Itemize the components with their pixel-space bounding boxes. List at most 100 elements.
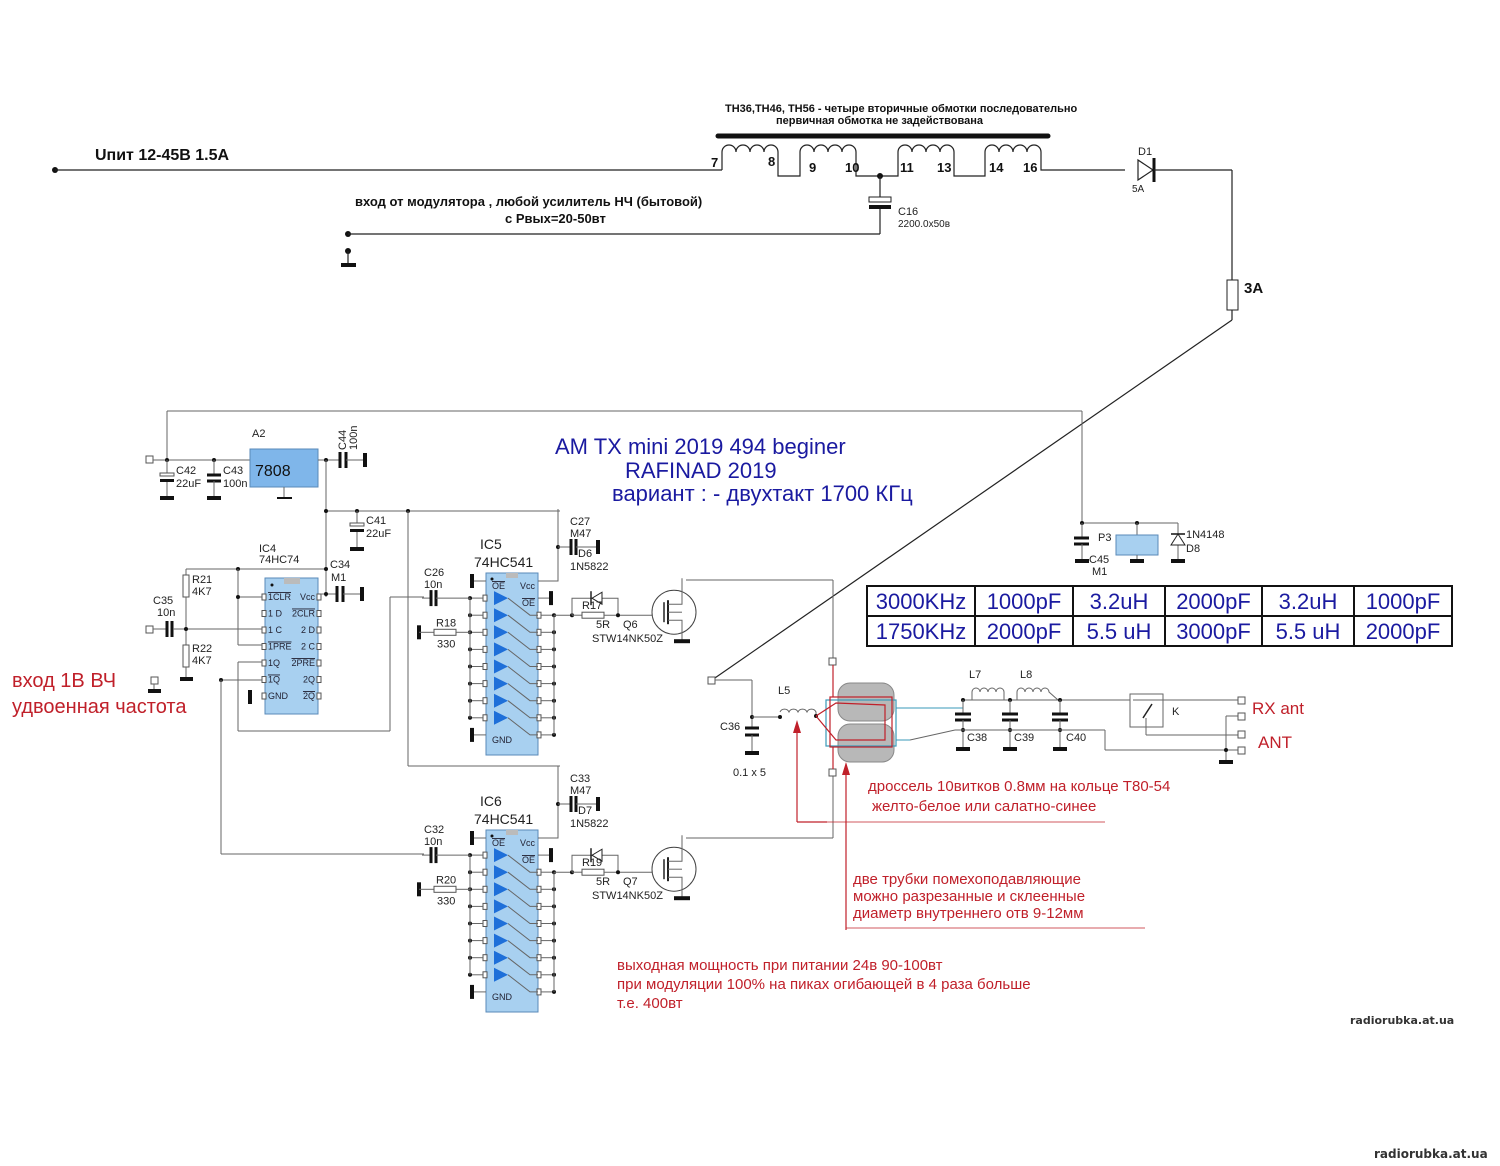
ic6-gate-resistor-name: R19 bbox=[582, 857, 602, 869]
c39-name: C39 bbox=[1014, 732, 1034, 744]
rx-ant-ground-terminal[interactable] bbox=[1237, 712, 1246, 721]
ic5-input-cap-value: 10n bbox=[424, 579, 442, 591]
l5-inductor bbox=[779, 708, 817, 716]
c34-name: C34 bbox=[330, 559, 350, 571]
modulator-note-1: вход от модулятора , любой усилитель НЧ … bbox=[355, 194, 702, 209]
ic4-pin-label-right: 2 D bbox=[301, 625, 316, 635]
ic5-mosfet-value: STW14NK50Z bbox=[592, 633, 663, 645]
ic5-pulldown-resistor bbox=[433, 628, 457, 636]
modulator-input: вход от модулятора , любой усилитель НЧ … bbox=[341, 194, 880, 267]
buffer-icon bbox=[494, 899, 508, 914]
c16-name: C16 bbox=[898, 206, 918, 218]
ic4-pin bbox=[316, 626, 322, 634]
ic6-input-cap-value: 10n bbox=[424, 836, 442, 848]
r22-value: 4K7 bbox=[192, 655, 212, 667]
rx-ant-terminal[interactable] bbox=[1237, 696, 1246, 705]
relay-coil bbox=[1115, 534, 1159, 556]
c44-name: C44 bbox=[337, 430, 349, 450]
regulator-part: 7808 bbox=[255, 463, 291, 480]
relay-driver: C45 M1 P3 1N4148 D8 bbox=[1074, 411, 1225, 578]
c35-name: C35 bbox=[153, 595, 173, 607]
r22-resistor bbox=[182, 644, 190, 668]
c16-capacitor: C16 2200.0x50в bbox=[868, 176, 950, 234]
c42-value: 22uF bbox=[176, 478, 201, 490]
diode-icon bbox=[1170, 533, 1186, 546]
ic4-pin-label-left: 1 C bbox=[268, 625, 283, 635]
ant-terminal[interactable] bbox=[1237, 730, 1246, 739]
buffer-icon bbox=[494, 659, 508, 674]
diode-icon bbox=[591, 591, 603, 606]
ic6-diode-value: 1N5822 bbox=[570, 818, 609, 830]
ic6-oe-label: OE bbox=[492, 838, 505, 848]
title-line-3: вариант : - двухтакт 1700 КГц bbox=[612, 481, 913, 506]
ic4-pin bbox=[316, 610, 322, 617]
c38-name: C38 bbox=[967, 732, 987, 744]
pin-11: 11 bbox=[900, 160, 914, 175]
ferrite-tube-top bbox=[837, 682, 895, 722]
ic4-pin-label-right: 2PRE bbox=[291, 658, 315, 668]
table-cell: 3.2uH bbox=[1279, 589, 1338, 614]
rx-ant-label: RX ant bbox=[1252, 699, 1304, 718]
choke-note-2: желто-белое или салатно-синее bbox=[872, 798, 1096, 815]
ic6-pulldown-name: R20 bbox=[436, 874, 456, 886]
buffer-icon bbox=[494, 676, 508, 691]
buffer-icon bbox=[494, 916, 508, 931]
ic4-pin bbox=[316, 659, 322, 667]
power-note-3: т.е. 400вт bbox=[617, 995, 683, 1012]
d1-name: D1 bbox=[1138, 146, 1152, 158]
ic5-mosfet-name: Q6 bbox=[623, 619, 638, 631]
ic4-name: IC4 bbox=[259, 543, 276, 555]
power-note-2: при модуляции 100% на пиках огибающей в … bbox=[617, 976, 1031, 993]
rf-input-label-2: удвоенная частота bbox=[12, 696, 187, 718]
ic5-input-cap-name: C26 bbox=[424, 567, 444, 579]
ic5-part: 74HC541 bbox=[474, 554, 533, 570]
c35-input-terminal bbox=[145, 625, 154, 634]
c45-value: M1 bbox=[1092, 566, 1107, 578]
ant-ground-terminal[interactable] bbox=[1237, 746, 1246, 755]
ic4-pin bbox=[261, 659, 267, 667]
ic4-pin-label-right: 2Q bbox=[303, 675, 315, 685]
ant-label: ANT bbox=[1258, 733, 1292, 752]
ic4-pin-label-left: 1CLR bbox=[268, 592, 292, 602]
table-cell: 2000pF bbox=[987, 619, 1062, 644]
table-cell: 2000pF bbox=[1176, 589, 1251, 614]
ic4-pin bbox=[261, 676, 267, 683]
ic6-gate-resistor-value: 5R bbox=[596, 876, 610, 888]
c36-name: C36 bbox=[720, 721, 740, 733]
ic5-gate-resistor bbox=[581, 611, 605, 619]
filter-caps bbox=[955, 700, 1068, 751]
table-cell: 5.5 uH bbox=[1087, 619, 1152, 644]
transformer-note-1: ТН36,ТН46, ТН56 - четыре вторичные обмот… bbox=[725, 103, 1077, 115]
diode-icon bbox=[1137, 158, 1155, 182]
c16-plate-minus bbox=[869, 205, 891, 209]
buffer-icon bbox=[494, 625, 508, 640]
ic5-diode-name: D6 bbox=[578, 548, 592, 560]
ic4-pin bbox=[261, 626, 267, 634]
c41-value: 22uF bbox=[366, 528, 391, 540]
rf-input-terminal bbox=[150, 676, 159, 685]
ic4-pin bbox=[261, 593, 267, 601]
table-cell: 1000pF bbox=[1366, 589, 1441, 614]
table-cell: 3000KHz bbox=[876, 589, 967, 614]
table-cell: 1000pF bbox=[987, 589, 1062, 614]
buffer-icon bbox=[494, 608, 508, 623]
buffer-icon bbox=[494, 967, 508, 982]
notes: дроссель 10витков 0.8мм на кольце Т80-54… bbox=[617, 778, 1170, 1012]
ic5-bypass-value: M47 bbox=[570, 528, 591, 540]
ic4-pin-label-right: 2CLR bbox=[292, 609, 316, 619]
pin-9: 9 bbox=[809, 160, 816, 175]
l7-name: L7 bbox=[969, 669, 981, 681]
transformer-note-2: первичная обмотка не задействована bbox=[776, 115, 984, 127]
r21-value: 4K7 bbox=[192, 586, 212, 598]
ic6-mosfet-value: STW14NK50Z bbox=[592, 890, 663, 902]
table-cell: 3.2uH bbox=[1090, 589, 1149, 614]
table-cell: 5.5 uH bbox=[1276, 619, 1341, 644]
tubes-note-1: две трубки помехоподавляющие bbox=[853, 871, 1081, 888]
ic6-gate-resistor bbox=[581, 868, 605, 876]
ic4-pin-label-right: Vcc bbox=[300, 592, 316, 602]
output-stage: C36 0.1 x 5 L5 L7 L8 bbox=[686, 579, 1304, 930]
ic5-gate-resistor-value: 5R bbox=[596, 619, 610, 631]
title-block: AM TX mini 2019 494 beginer RAFINAD 2019… bbox=[555, 434, 913, 506]
